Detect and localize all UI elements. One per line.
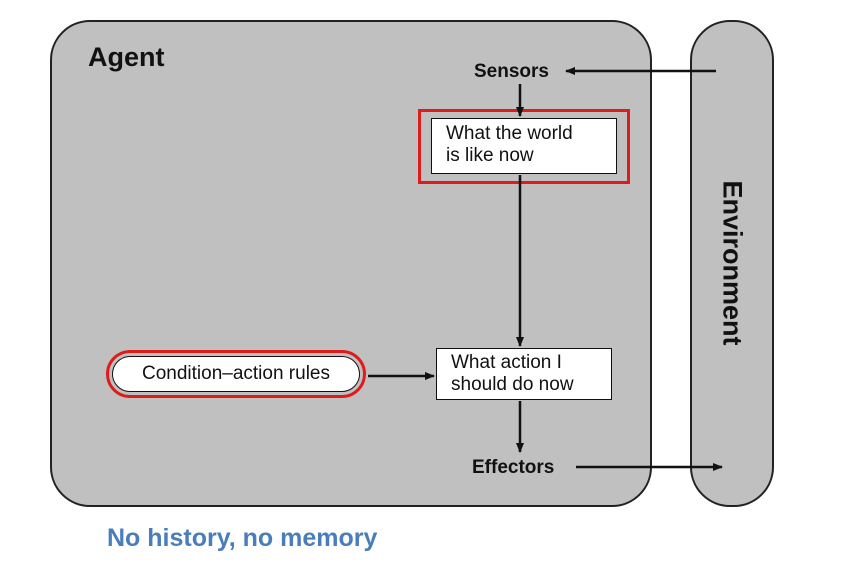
rules-highlight — [106, 350, 366, 398]
rules-label: Condition–action rules — [141, 363, 330, 384]
world-state-box: What the world is like now — [431, 118, 617, 174]
action-line-1: What action I — [451, 352, 562, 373]
world-state-highlight — [418, 109, 630, 184]
agent-container — [50, 20, 652, 507]
world-state-line-1: What the world — [446, 123, 573, 144]
condition-action-rules-box: Condition–action rules — [112, 356, 360, 392]
environment-container — [690, 20, 774, 507]
effectors-label: Effectors — [472, 457, 555, 478]
action-box: What action I should do now — [436, 348, 612, 400]
action-line-2: should do now — [451, 374, 574, 395]
world-state-line-2: is like now — [446, 145, 534, 166]
agent-title: Agent — [88, 42, 165, 72]
caption: No history, no memory — [107, 524, 378, 552]
sensors-label: Sensors — [474, 61, 549, 82]
